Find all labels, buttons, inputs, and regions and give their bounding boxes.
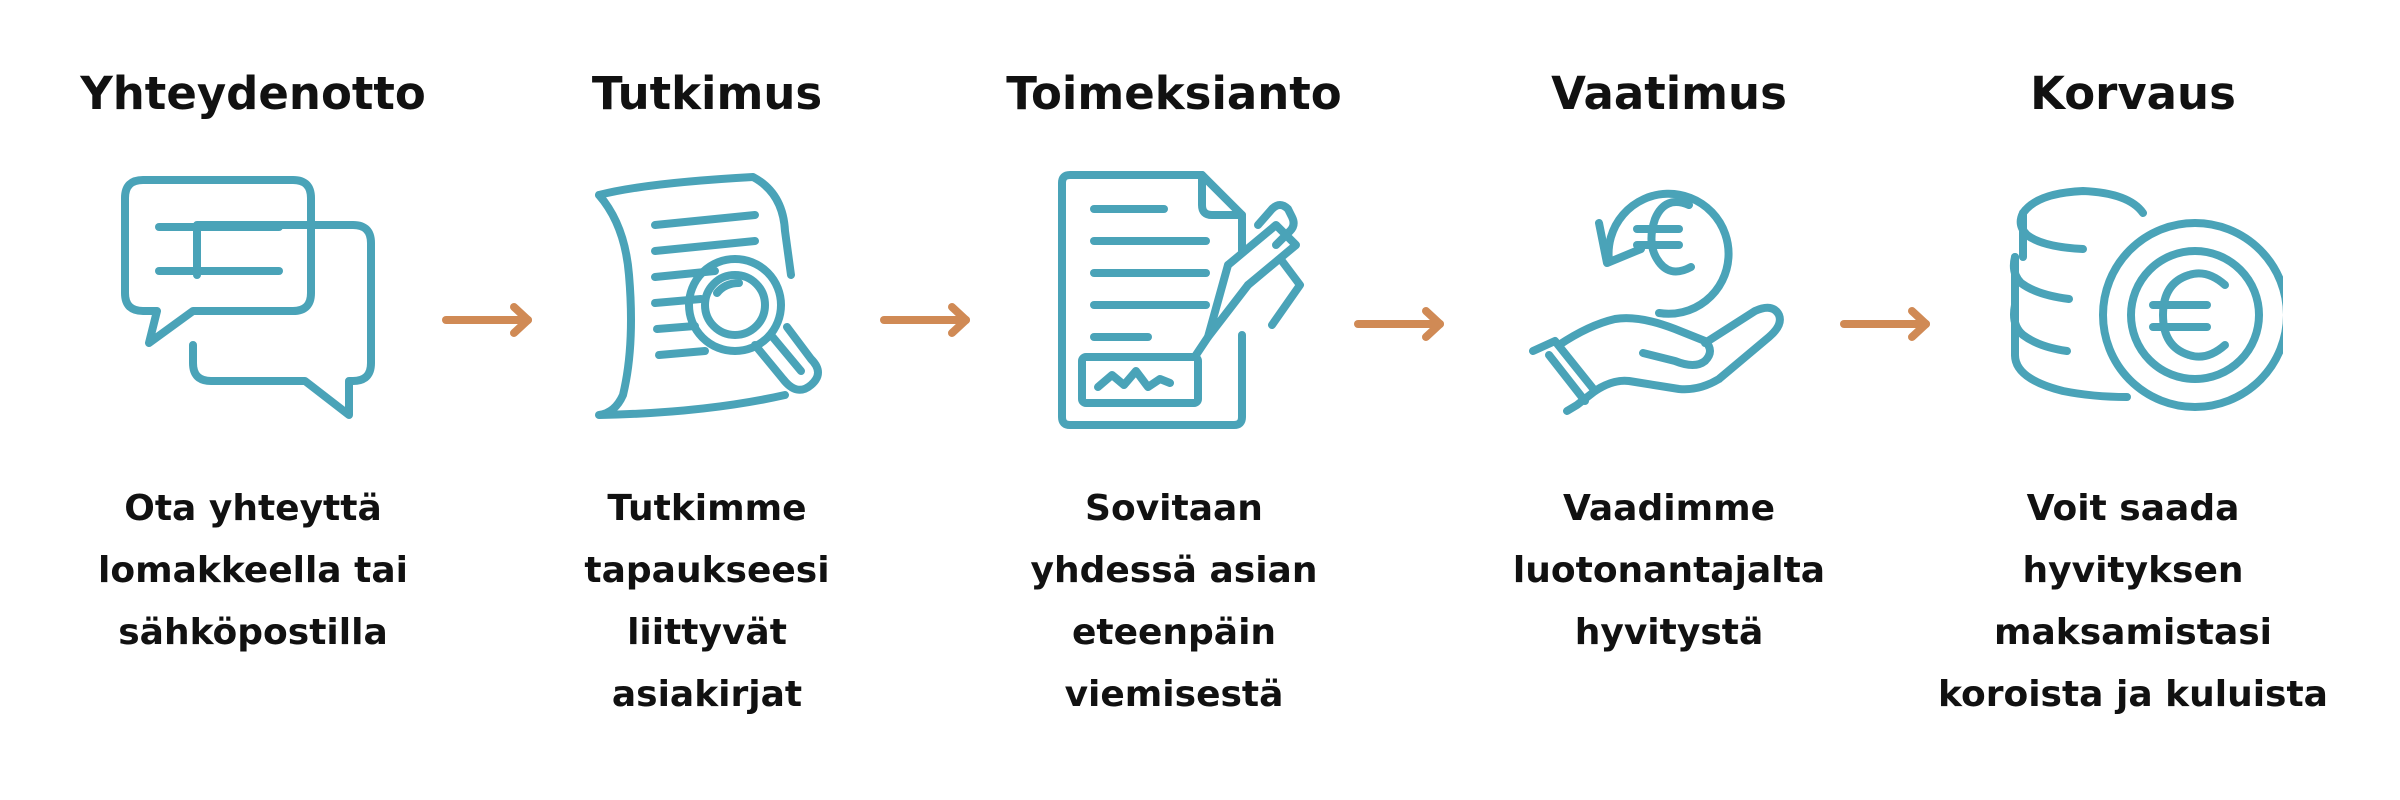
arrow-right-icon [1840, 307, 1930, 341]
step-yhteydenotto: Yhteydenotto Ota yhteyttä lomakkeella ta… [13, 0, 493, 800]
description-line: koroista ja kuluista [1938, 674, 2328, 715]
description-line: yhdessä asian [1030, 550, 1318, 591]
euro-coins-icon [2009, 187, 2283, 411]
step-korvaus: Korvaus Voit saada hyvityksen maksamista… [1893, 0, 2373, 800]
description-line: luotonantajalta [1512, 550, 1826, 591]
step-description: Tutkimme tapaukseesi liittyvät asiakirja… [467, 478, 947, 726]
description-line: Ota yhteyttä [124, 488, 382, 529]
step-description: Vaadimme luotonantajalta hyvitystä [1429, 478, 1909, 664]
description-line: hyvityksen [2022, 550, 2244, 591]
step-title: Toimeksianto [1006, 67, 1342, 120]
arrow-right-icon [880, 303, 970, 337]
description-line: lomakkeella tai [98, 550, 408, 591]
description-line: liittyvät [627, 612, 787, 653]
description-line: Voit saada [2026, 488, 2240, 529]
contract-pen-icon [1058, 171, 1304, 429]
step-vaatimus: Vaatimus Vaadimme luotonantajalta hyvity… [1429, 0, 1909, 800]
description-line: asiakirjat [611, 674, 803, 715]
document-magnifier-icon [595, 173, 822, 419]
description-line: Sovitaan [1085, 488, 1263, 529]
step-title: Vaatimus [1551, 67, 1787, 120]
step-toimeksianto: Toimeksianto Sovitaan yhdessä asian etee… [934, 0, 1414, 800]
description-line: Tutkimme [607, 488, 807, 529]
description-line: tapaukseesi [584, 550, 830, 591]
step-title: Korvaus [2030, 67, 2236, 120]
arrow-right-icon [1354, 307, 1444, 341]
step-tutkimus: Tutkimus Tutkimme tapaukseesi liittyvät … [467, 0, 947, 800]
hand-euro-icon [1529, 189, 1784, 415]
description-line: viemisestä [1064, 674, 1284, 715]
step-description: Ota yhteyttä lomakkeella tai sähköpostil… [13, 478, 493, 664]
description-line: sähköpostilla [118, 612, 388, 653]
description-line: maksamistasi [1993, 612, 2272, 653]
step-title: Tutkimus [591, 67, 823, 120]
step-title: Yhteydenotto [80, 67, 426, 120]
step-description: Sovitaan yhdessä asian eteenpäin viemise… [934, 478, 1414, 726]
description-line: eteenpäin [1071, 612, 1277, 653]
chat-bubbles-icon [121, 176, 375, 419]
step-description: Voit saada hyvityksen maksamistasi koroi… [1893, 478, 2373, 726]
description-line: Vaadimme [1562, 488, 1776, 529]
description-line: hyvitystä [1574, 612, 1764, 653]
arrow-right-icon [442, 303, 532, 337]
